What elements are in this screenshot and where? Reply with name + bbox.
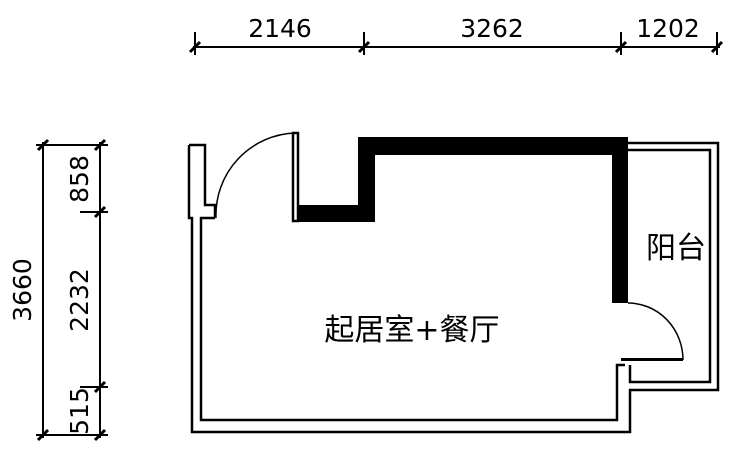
dim-top-3: 1202 — [636, 14, 700, 43]
thick-walls — [297, 137, 628, 303]
dim-left-2: 2232 — [65, 268, 94, 332]
room-label-living-dining: 起居室+餐厅 — [324, 313, 499, 348]
dim-top-2: 3262 — [460, 14, 524, 43]
dim-left-1: 858 — [65, 155, 94, 203]
balcony-door-leaf — [621, 358, 683, 361]
thin-walls — [187, 131, 720, 434]
dim-left-total: 3660 — [8, 258, 37, 322]
entry-door-swing — [215, 132, 296, 219]
dim-left-3: 515 — [65, 387, 94, 435]
left-dimension — [36, 138, 108, 442]
dim-top-1: 2146 — [248, 14, 312, 43]
balcony-door-swing — [627, 302, 684, 361]
top-dimension — [188, 32, 724, 55]
room-label-balcony: 阳台 — [646, 231, 706, 266]
